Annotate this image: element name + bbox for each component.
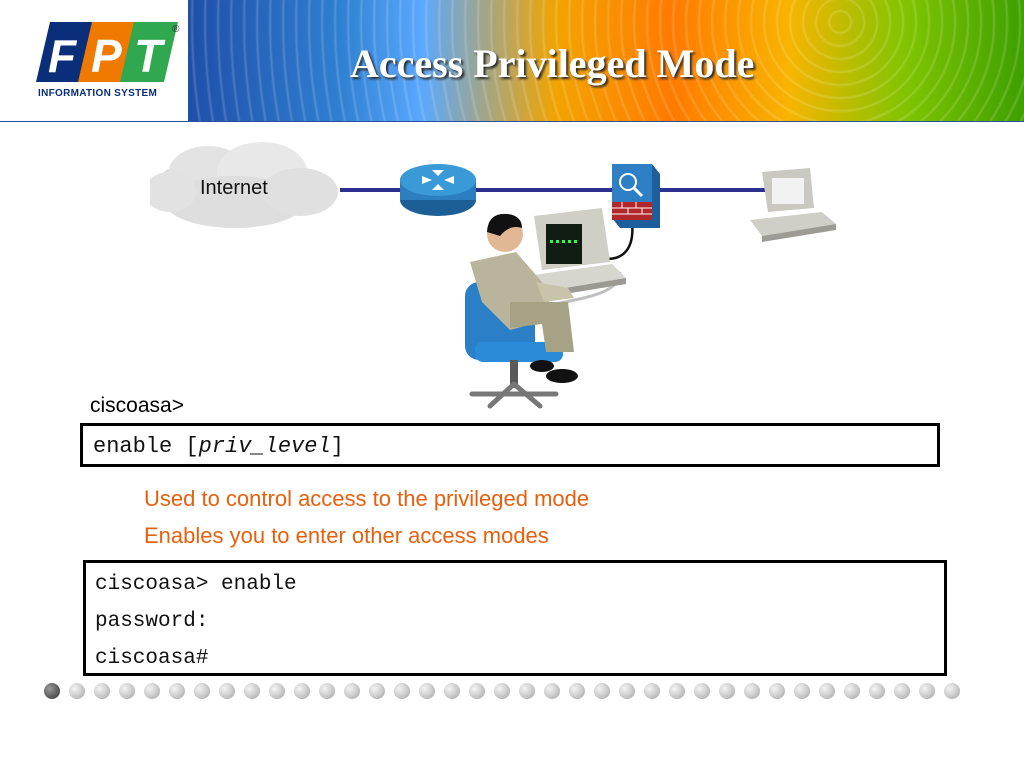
logo-tile-p [78,22,136,82]
pager-dot[interactable] [619,683,635,699]
pager-dot[interactable] [744,683,760,699]
operator-person-icon [465,213,578,409]
pager-dot[interactable] [94,683,110,699]
pager-dot[interactable] [169,683,185,699]
pager-dot[interactable] [644,683,660,699]
pager-dot[interactable] [494,683,510,699]
pager-dot[interactable] [394,683,410,699]
pager-dot[interactable] [194,683,210,699]
pager-dot[interactable] [919,683,935,699]
cli-example-line-1: ciscoasa> enable [95,573,297,596]
firewall-asa-icon [612,164,660,228]
pager-dot[interactable] [944,683,960,699]
page-title: Access Privileged Mode [350,41,755,86]
logo-tile-t [120,22,178,82]
logo-letter-f: F [48,30,78,82]
logo-letter-p: P [91,30,122,82]
syntax-close: ] [330,434,344,459]
pager-dot[interactable] [444,683,460,699]
pager-dot[interactable] [544,683,560,699]
pager-dot[interactable] [694,683,710,699]
pager-dot[interactable] [894,683,910,699]
command-syntax-box: enable [priv_level] [80,423,940,467]
fpt-logo: F P T ® [36,22,180,82]
pager-dot[interactable] [419,683,435,699]
logo-letter-t: T [134,30,166,82]
pager-dot[interactable] [344,683,360,699]
pager-dot[interactable] [569,683,585,699]
pc-workstation-icon [750,168,836,242]
pager-dot[interactable] [794,683,810,699]
pager-dot[interactable] [244,683,260,699]
router-icon [400,164,476,216]
description-line-1: Used to control access to the privileged… [144,486,590,511]
pager-dot[interactable] [219,683,235,699]
syntax-parameter: priv_level [198,434,331,459]
logo-registered-mark: ® [172,24,180,35]
cli-example-line-2: password: [95,610,209,633]
pager-dot[interactable] [844,683,860,699]
pager-dot[interactable] [44,683,60,699]
pager-dot[interactable] [594,683,610,699]
pager-dot[interactable] [69,683,85,699]
pager-dot[interactable] [719,683,735,699]
pager-dot[interactable] [819,683,835,699]
network-diagram [150,142,836,409]
header-gradient-banner [188,0,1024,122]
pager-dot[interactable] [469,683,485,699]
header-divider [0,121,1024,122]
logo-subtext: INFORMATION SYSTEM [38,88,158,99]
logo-tile-f [36,22,94,82]
pager-dot[interactable] [519,683,535,699]
internet-cloud-icon [150,142,338,228]
cli-prompt-label: ciscoasa> [90,394,184,417]
slide-header: F P T ® INFORMATION SYSTEM Access Privil… [0,0,1024,122]
pager-dot[interactable] [319,683,335,699]
pager-dot[interactable] [769,683,785,699]
pager-dot[interactable] [294,683,310,699]
pager-dot[interactable] [869,683,885,699]
internet-label: Internet [200,177,268,199]
slide-pager-dots [44,683,988,699]
pager-dot[interactable] [669,683,685,699]
description-line-2: Enables you to enter other access modes [144,523,549,548]
pager-dot[interactable] [119,683,135,699]
pager-dot[interactable] [369,683,385,699]
pager-dot[interactable] [144,683,160,699]
syntax-command: enable [ [93,434,199,459]
cli-example-line-3: ciscoasa# [95,647,209,670]
pager-dot[interactable] [269,683,285,699]
cli-example-box: ciscoasa> enable password: ciscoasa# [83,560,947,676]
